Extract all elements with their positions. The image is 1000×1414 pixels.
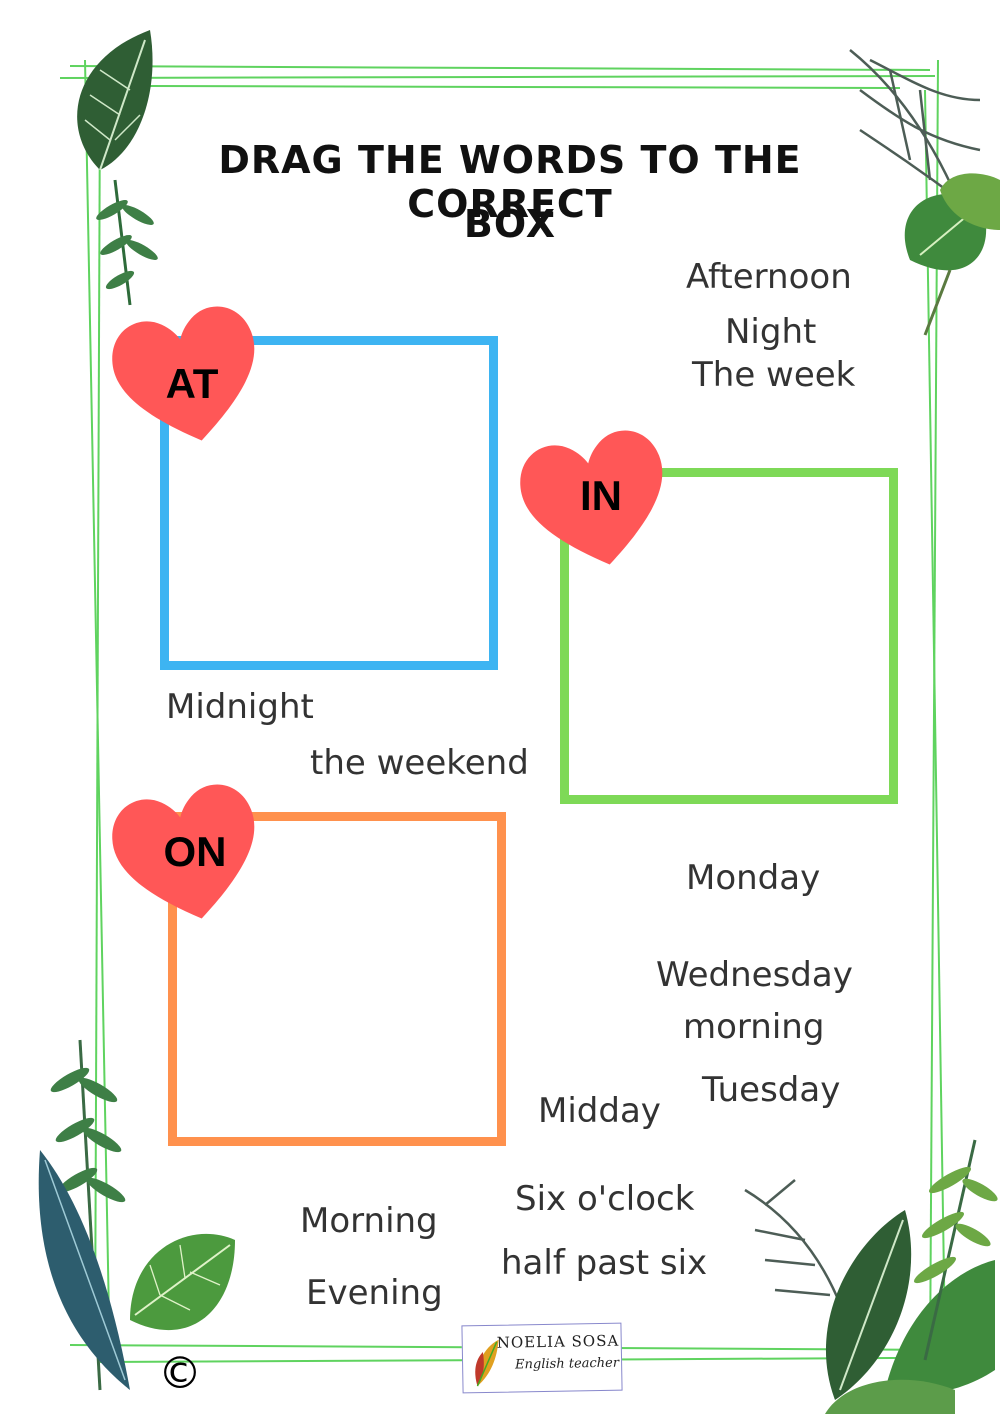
word-morning-lower[interactable]: morning [683,1007,825,1047]
word-wednesday[interactable]: Wednesday [656,955,853,995]
word-monday[interactable]: Monday [686,858,821,898]
tropical-leaf-decoration-bottom-right [744,1139,998,1414]
heart-icon-at [112,306,255,441]
word-evening[interactable]: Evening [306,1273,443,1313]
drop-box-in[interactable] [560,468,898,804]
category-label-at: AT [165,360,219,407]
word-afternoon[interactable]: Afternoon [686,257,852,297]
word-half-past-six[interactable]: half past six [501,1243,708,1283]
word-tuesday[interactable]: Tuesday [702,1070,841,1110]
tropical-leaf-decoration-bottom-left [38,1039,235,1391]
heart-icon-in [520,430,663,565]
feather-icon [475,1339,499,1387]
logo-subtitle: English teacher [514,1355,620,1373]
tropical-leaf-decoration-top-right [849,49,1000,336]
word-the-weekend[interactable]: the weekend [310,743,529,783]
word-six-oclock[interactable]: Six o'clock [515,1179,695,1219]
tropical-leaf-decoration-top-left [77,30,158,306]
heart-icon-on [112,784,255,919]
drop-box-at[interactable] [160,336,498,670]
category-label-on: ON [163,828,227,875]
page-title-line-1: DRAG THE WORDS TO THE CORRECT [218,138,802,226]
logo-name: NOELIA SOSA [496,1331,620,1352]
word-night[interactable]: Night [725,312,817,352]
word-midnight[interactable]: Midnight [166,687,314,727]
word-midday[interactable]: Midday [538,1091,661,1131]
word-the-week[interactable]: The week [692,355,856,395]
word-morning[interactable]: Morning [300,1201,438,1241]
category-label-in: IN [580,472,622,519]
page-title-line-2: BOX [463,202,557,246]
author-logo: NOELIA SOSA English teacher [461,1322,623,1394]
drop-box-on[interactable] [168,812,506,1146]
copyright-symbol: © [158,1348,202,1399]
